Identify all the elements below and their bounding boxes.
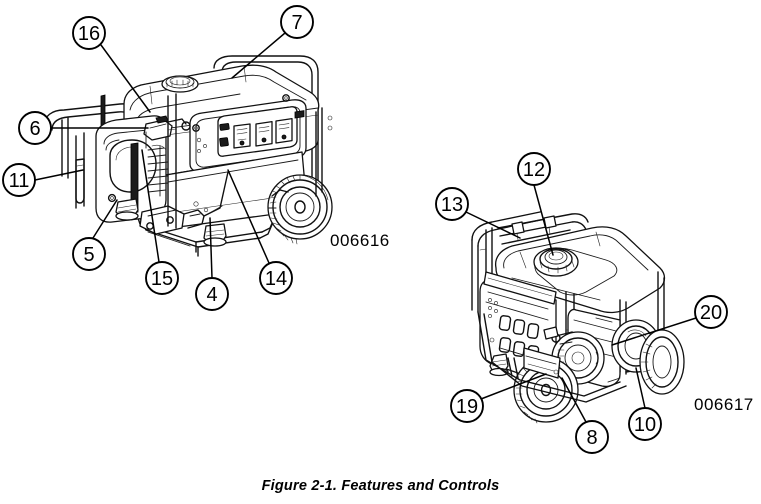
right-frame-top-rails [497,213,589,245]
right-figure-callouts: 12 13 20 19 8 [435,152,728,454]
callout-7[interactable]: 7 [231,5,314,79]
callout-16-label: 16 [78,23,100,45]
callout-8-label: 8 [586,427,597,449]
callout-5-label: 5 [83,244,94,266]
callout-5[interactable]: 5 [72,199,118,271]
callout-16[interactable]: 16 [72,16,151,113]
right-fuel-cap [533,247,579,277]
left-generator-drawing: 006616 [43,55,390,257]
left-frame-right-upright [315,107,333,197]
left-rubber-feet [115,198,227,247]
right-generator-drawing: 006617 [471,211,754,424]
left-engine-fins [147,144,169,197]
left-frame-mid-upright [167,93,177,229]
callout-19[interactable]: 19 [450,373,547,423]
callout-10[interactable]: 10 [628,367,662,441]
callout-6[interactable]: 6 [18,111,149,145]
left-carburetor-assembly [143,115,191,149]
callout-4[interactable]: 4 [195,217,229,311]
callout-8[interactable]: 8 [561,377,609,454]
callout-14-label: 14 [265,268,287,290]
right-cover-strip [483,271,557,305]
callout-15[interactable]: 15 [141,149,179,295]
callout-15-label: 15 [151,268,173,290]
callout-19-label: 19 [456,396,478,418]
left-fuel-cap [161,75,199,93]
right-underframe-box [523,347,561,379]
left-control-panel [189,99,307,173]
right-part-number: 006617 [694,395,754,414]
right-misc-brackets [489,317,621,383]
callout-12[interactable]: 12 [517,152,554,256]
callout-13[interactable]: 13 [435,187,521,239]
callout-12-label: 12 [523,159,545,181]
left-figure-callouts: 16 7 6 11 5 [2,5,314,311]
callout-10-label: 10 [634,414,656,436]
left-part-number: 006616 [330,231,390,250]
callout-4-label: 4 [206,284,217,306]
right-rear-wheel [639,329,685,395]
left-tank-bolts [192,94,290,132]
callout-13-label: 13 [441,194,463,216]
callout-20-label: 20 [700,302,722,324]
callout-7-label: 7 [291,12,302,34]
callout-11-label: 11 [9,170,30,192]
callout-14[interactable]: 14 [227,169,293,295]
callout-20[interactable]: 20 [611,295,728,346]
left-wheel-bracket [267,189,289,209]
right-engine-controls [543,326,573,345]
callout-11[interactable]: 11 [2,163,84,197]
callout-6-label: 6 [29,118,40,140]
figure-caption: Figure 2-1. Features and Controls [261,478,500,494]
